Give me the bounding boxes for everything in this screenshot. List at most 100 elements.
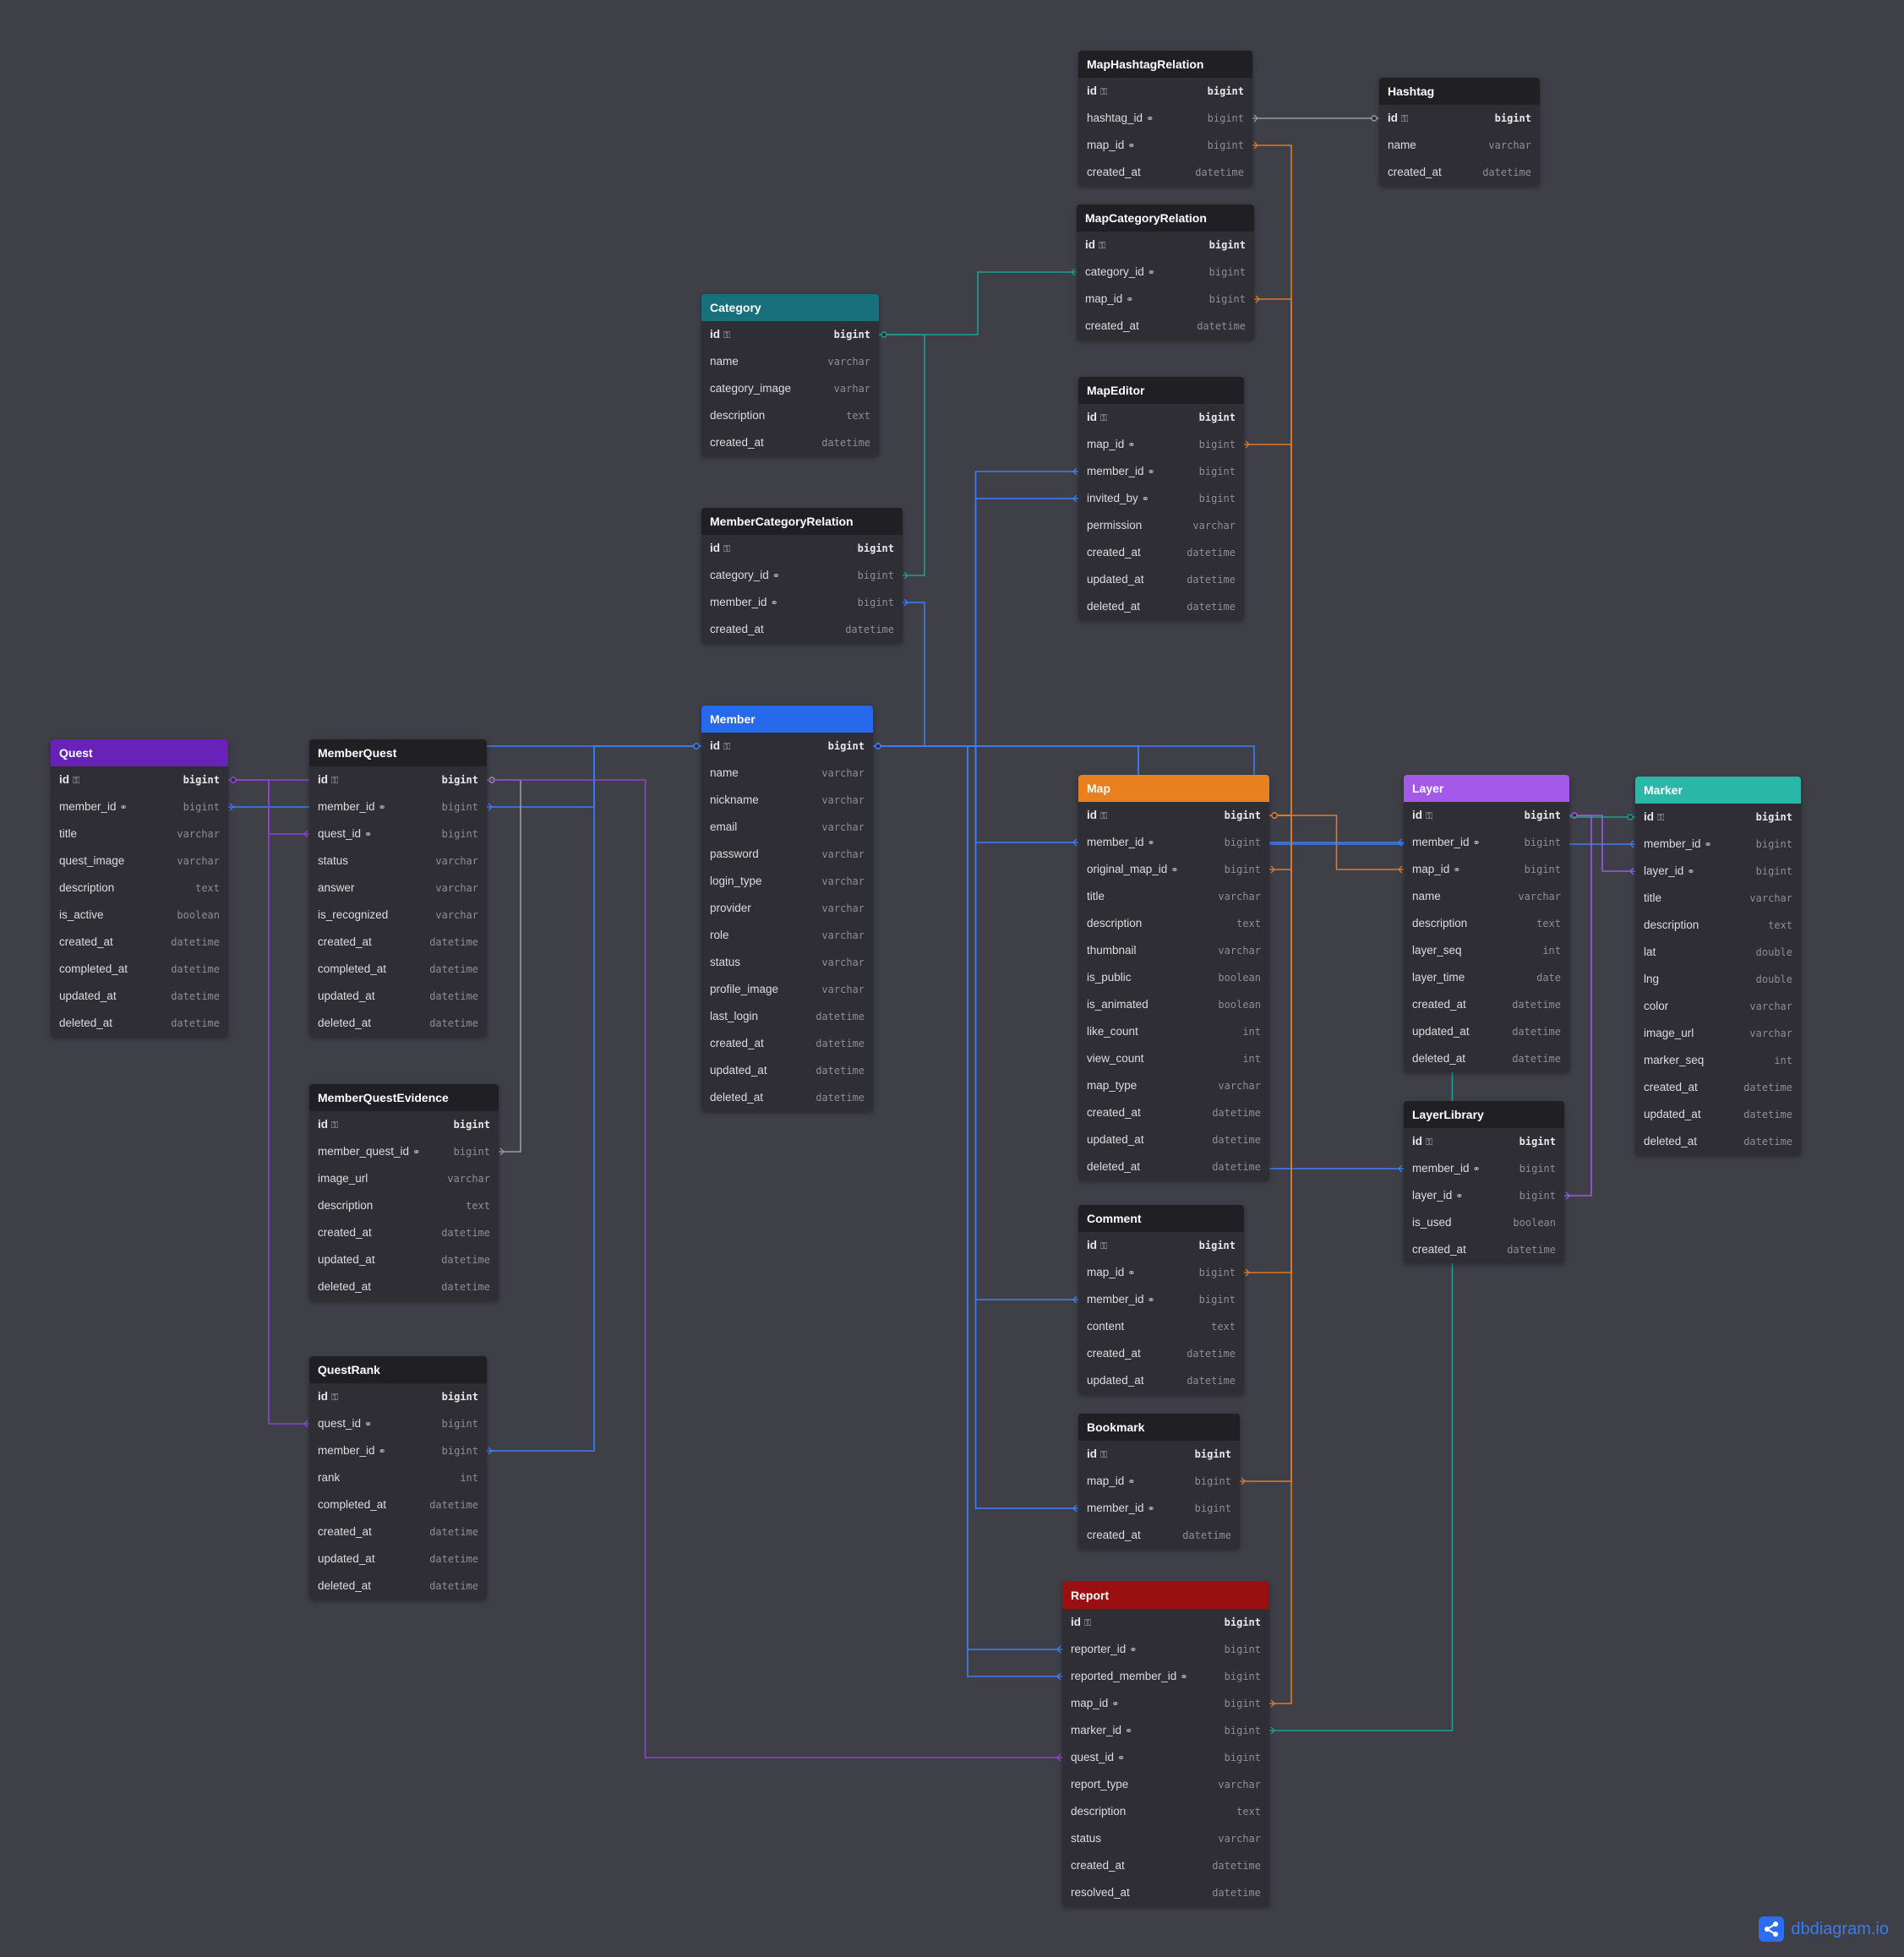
field-row[interactable]: member_id⚭bigint [51,793,228,820]
field-row[interactable]: member_id⚭bigint [309,1437,487,1464]
field-row[interactable]: original_map_id⚭bigint [1078,856,1269,883]
field-row[interactable]: quest_id⚭bigint [309,820,487,848]
field-row[interactable]: member_id⚭bigint [1404,829,1569,856]
field-row[interactable]: map_id⚭bigint [1404,856,1569,883]
field-row[interactable]: map_id⚭bigint [1078,1468,1240,1495]
field-row[interactable]: quest_id⚭bigint [309,1410,487,1437]
field-row[interactable]: category_id⚭bigint [1077,259,1254,286]
field-row[interactable]: hashtag_id⚭bigint [1078,105,1252,132]
table-header[interactable]: Comment [1078,1205,1244,1232]
field-row[interactable]: member_id⚭bigint [1404,1155,1564,1182]
field-row[interactable]: member_id⚭bigint [1078,1286,1244,1313]
field-row[interactable]: id⚿bigint [1078,1441,1240,1468]
table-header[interactable]: Bookmark [1078,1414,1240,1441]
field-row[interactable]: reported_member_id⚭bigint [1062,1663,1269,1690]
field-row[interactable]: member_quest_id⚭bigint [309,1138,499,1165]
field-row[interactable]: map_id⚭bigint [1078,431,1244,458]
field-row[interactable]: id⚿bigint [1078,404,1244,431]
field-row[interactable]: member_id⚭bigint [701,589,903,616]
field-row[interactable]: layer_id⚭bigint [1635,858,1801,885]
table-header[interactable]: QuestRank [309,1356,487,1383]
field-row[interactable]: id⚿bigint [309,1383,487,1410]
field-row[interactable]: id⚿bigint [51,766,228,793]
field-row[interactable]: id⚿bigint [1379,105,1540,132]
field-row[interactable]: id⚿bigint [1062,1609,1269,1636]
table-header[interactable]: Quest [51,739,228,766]
table-header[interactable]: Marker [1635,777,1801,804]
field-row[interactable]: id⚿bigint [1078,1232,1244,1259]
table-header[interactable]: MemberQuestEvidence [309,1084,499,1111]
field-row[interactable]: quest_id⚭bigint [1062,1744,1269,1771]
field-row[interactable]: layer_id⚭bigint [1404,1182,1564,1209]
field-row[interactable]: id⚿bigint [1404,1128,1564,1155]
table-header[interactable]: Map [1078,775,1269,802]
table-header[interactable]: Category [701,294,879,321]
field-row[interactable]: id⚿bigint [309,766,487,793]
field-row[interactable]: map_id⚭bigint [1077,286,1254,313]
field-row[interactable]: id⚿bigint [701,321,879,348]
field-row[interactable]: member_id⚭bigint [1078,829,1269,856]
